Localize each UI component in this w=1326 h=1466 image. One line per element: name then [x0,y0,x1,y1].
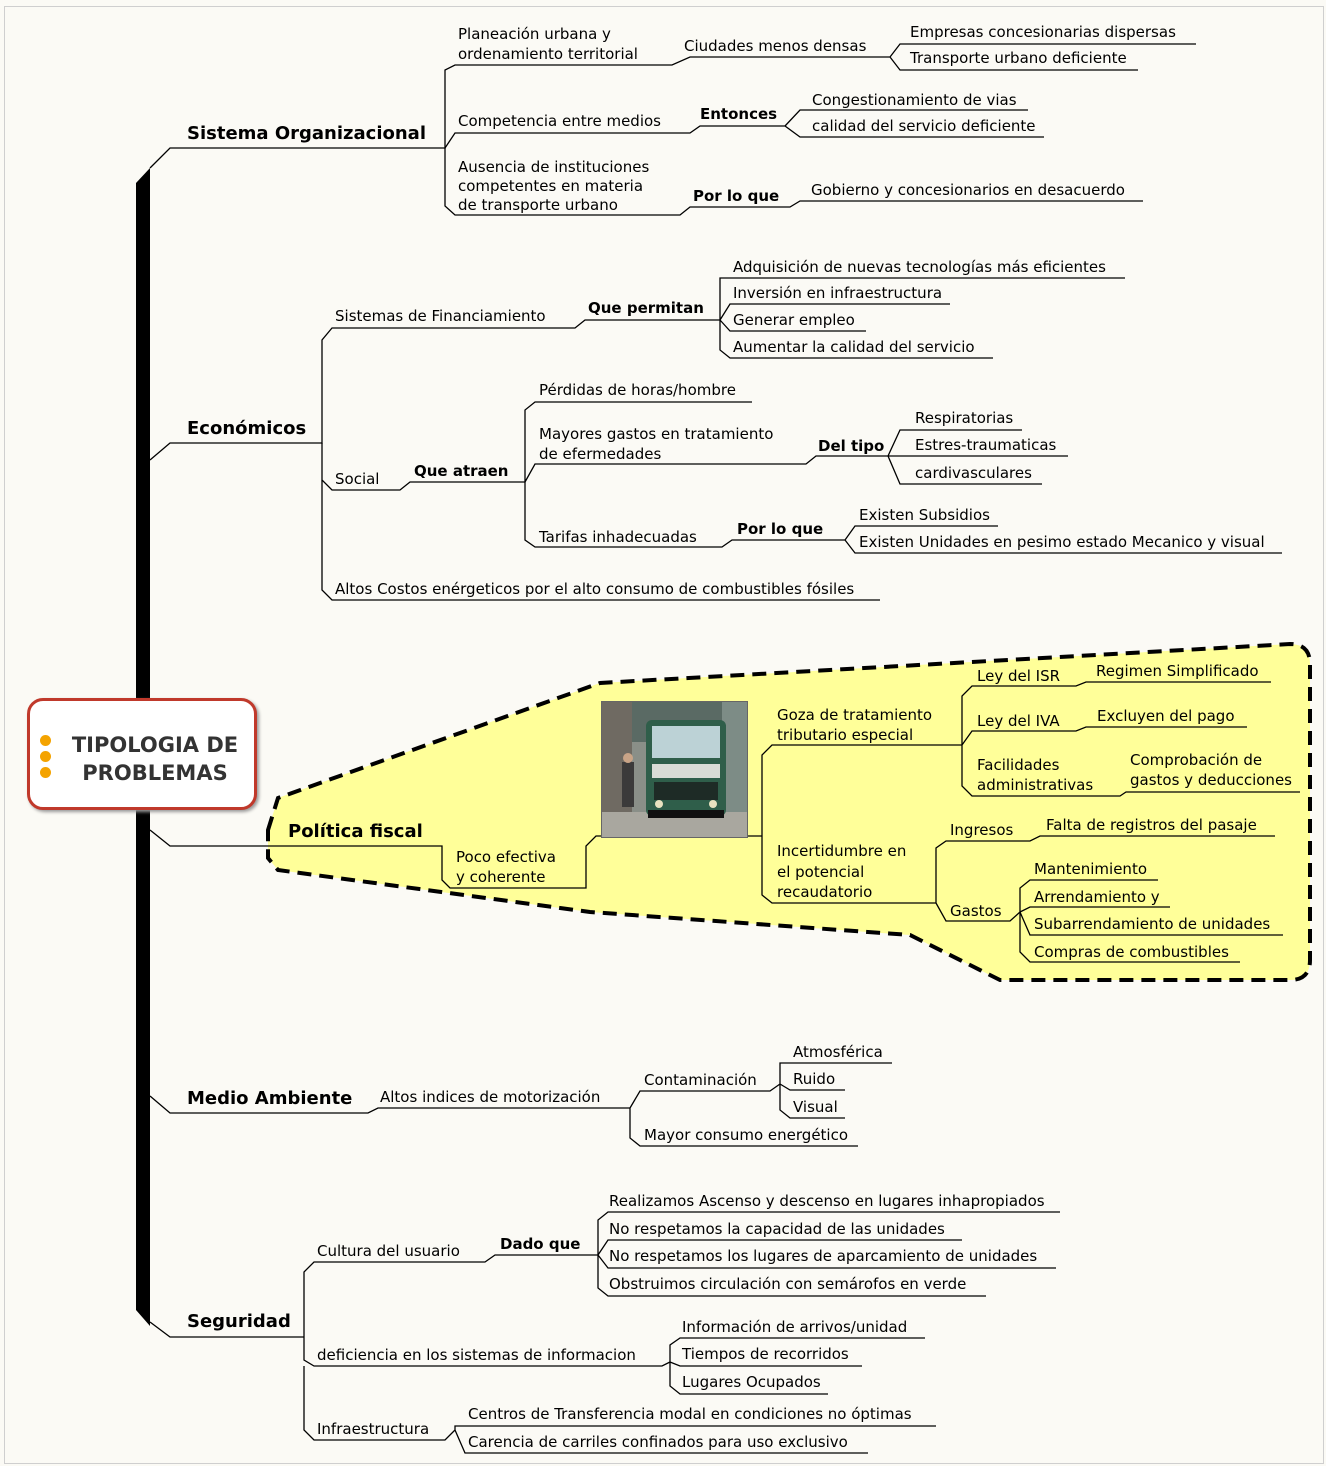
node-planeacion-line1: Planeación urbana y [458,25,611,43]
connector-entonces: Entonces [700,105,778,123]
connector-quepermitan: Que permitan [588,299,704,317]
node-cardio: cardivasculares [915,464,1032,482]
node-cultura: Cultura del usuario [317,1242,460,1260]
node-tarifas: Tarifas inhadecuadas [539,528,697,546]
node-compras: Compras de combustibles [1034,943,1229,961]
node-ausencia-line3: de transporte urbano [458,196,618,214]
node-social: Social [335,470,380,488]
node-mayores-line2: de efermedades [539,445,662,463]
node-gastos: Gastos [950,902,1002,920]
node-carencia: Carencia de carriles confinados para uso… [468,1433,848,1451]
node-altos-indices: Altos indices de motorización [380,1088,601,1106]
node-isr: Ley del ISR [977,667,1061,685]
node-respiratorias: Respiratorias [915,409,1014,427]
node-gobierno: Gobierno y concesionarios en desacuerdo [811,181,1125,199]
connector-porloque-eco: Por lo que [737,520,824,538]
node-goza-line2: tributario especial [777,726,914,744]
node-realizamos: Realizamos Ascenso y descenso en lugares… [609,1192,1045,1210]
node-incertidumbre-line2: el potencial [777,863,865,881]
node-mayores-line1: Mayores gastos en tratamiento [539,425,774,443]
bullet-icon [40,751,51,762]
connector-queatraen: Que atraen [414,462,509,480]
node-congestion: Congestionamiento de vias [812,91,1017,109]
node-mantenimiento: Mantenimiento [1034,860,1147,878]
central-title-line1: TIPOLOGIA DE [71,733,239,757]
node-excluyen: Excluyen del pago [1097,707,1235,725]
node-goza-line1: Goza de tratamiento [777,706,933,724]
node-competencia: Competencia entre medios [458,112,661,130]
node-poco-line1: Poco efectiva [456,848,556,866]
node-empleo: Generar empleo [733,311,855,329]
node-inversion: Inversión en infraestructura [733,284,943,302]
node-ingresos: Ingresos [950,821,1014,839]
node-incertidumbre-line3: recaudatorio [777,883,873,901]
node-ciudades: Ciudades menos densas [684,37,867,55]
bus-photo [601,701,748,838]
node-perdidas: Pérdidas de horas/hombre [539,381,736,399]
bullet-icon [40,767,51,778]
node-subsidios: Existen Subsidios [859,506,990,524]
node-transporte: Transporte urbano deficiente [910,49,1127,67]
canvas-frame [4,6,1324,1464]
node-centros: Centros de Transferencia modal en condic… [468,1405,912,1423]
connector-dadoque: Dado que [500,1235,581,1253]
node-poco-line2: y coherente [456,868,546,886]
node-informacion: Información de arrivos/unidad [682,1318,908,1336]
node-comprobacion-line2: gastos y deducciones [1130,771,1292,789]
node-infraestructura: Infraestructura [317,1420,430,1438]
bullet-icon [40,735,51,746]
node-altos-costos: Altos Costos enérgeticos por el alto con… [335,580,855,598]
node-iva: Ley del IVA [977,712,1060,730]
node-falta: Falta de registros del pasaje [1046,816,1257,834]
node-visual: Visual [793,1098,838,1116]
node-ausencia-line2: competentes en materia [458,177,644,195]
node-tiempos: Tiempos de recorridos [682,1345,849,1363]
node-planeacion-line2: ordenamiento territorial [458,45,638,63]
connector-porloque: Por lo que [693,187,780,205]
node-obstruimos: Obstruimos circulación con semárofos en … [609,1275,967,1293]
node-ruido: Ruido [793,1070,836,1088]
node-empresas: Empresas concesionarias dispersas [910,23,1176,41]
node-mayor-consumo: Mayor consumo energético [644,1126,849,1144]
node-unidades: Existen Unidades en pesimo estado Mecani… [859,533,1265,551]
node-comprobacion-line1: Comprobación de [1130,751,1263,769]
node-lugares-ocupados: Lugares Ocupados [682,1373,821,1391]
connector-deltipo: Del tipo [818,437,885,455]
central-title-line2: PROBLEMAS [82,761,228,785]
node-financiamiento: Sistemas de Financiamiento [335,307,546,325]
node-subarrendamiento: Subarrendamiento de unidades [1034,915,1271,933]
node-aumentar: Aumentar la calidad del servicio [733,338,975,356]
node-facilidades-line2: administrativas [977,776,1094,794]
node-ausencia-line1: Ausencia de instituciones [458,158,650,176]
node-norespetamos-capacidad: No respetamos la capacidad de las unidad… [609,1220,945,1238]
node-incertidumbre-line1: Incertidumbre en [777,842,907,860]
politica-highlight-region [266,641,1312,982]
branch-medio-ambiente: Medio Ambiente [187,1088,353,1109]
node-contaminacion: Contaminación [644,1071,757,1089]
node-deficiencia: deficiencia en los sistemas de informaci… [317,1346,636,1364]
node-regimen: Regimen Simplificado [1096,662,1259,680]
branch-sistema-organizacional: Sistema Organizacional [187,123,426,144]
branch-economicos: Económicos [187,418,307,439]
central-topic: TIPOLOGIA DE PROBLEMAS [27,698,257,810]
branch-politica-fiscal: Política fiscal [288,821,423,842]
node-facilidades-line1: Facilidades [977,756,1060,774]
node-norespetamos-lugares: No respetamos los lugares de aparcamient… [609,1247,1038,1265]
node-estres: Estres-traumaticas [915,436,1057,454]
branch-seguridad: Seguridad [187,1311,291,1332]
node-atmosferica: Atmosférica [793,1043,883,1061]
node-adquisicion: Adquisición de nuevas tecnologías más ef… [733,258,1106,276]
node-calidad: calidad del servicio deficiente [812,117,1036,135]
node-arrendamiento: Arrendamiento y [1034,888,1160,906]
